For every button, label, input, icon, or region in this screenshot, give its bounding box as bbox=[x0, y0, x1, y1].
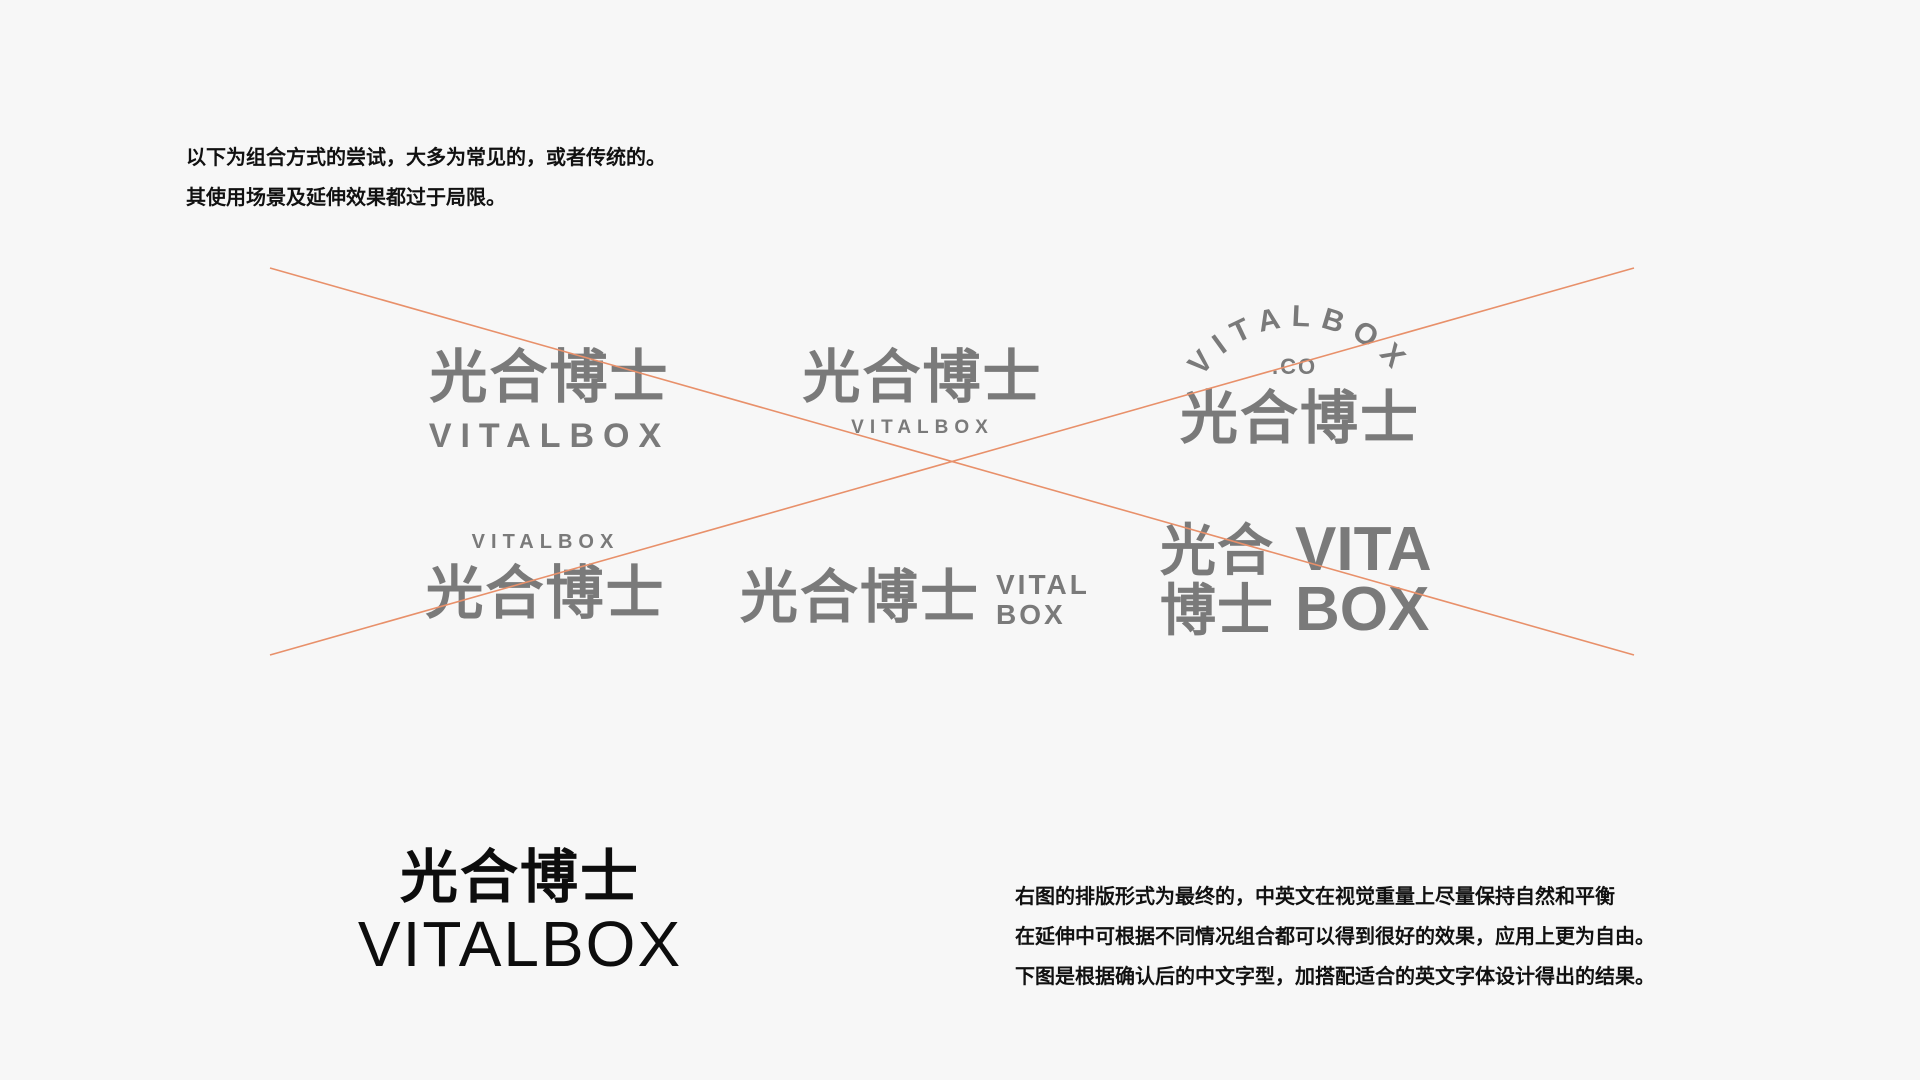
logo-variant-side-by-side-en-top: VITAL bbox=[996, 569, 1090, 600]
logo-variant-grid-cn-bottom: 博士 bbox=[1160, 579, 1274, 644]
logo-variant-stacked-en: VITALBOX bbox=[428, 417, 671, 455]
logo-variant-arched: VITALBOX .CO 光合博士 bbox=[1170, 300, 1430, 460]
logo-variant-grid-en-bottom: BOX bbox=[1295, 575, 1430, 644]
logo-variant-small-en-above-en: VITALBOX bbox=[471, 531, 620, 553]
logo-variant-small-en-below-en: VITALBOX bbox=[851, 417, 994, 438]
logo-variant-grid-row-bottom: 博士 BOX bbox=[1160, 575, 1440, 644]
final-logo: 光合博士 VITALBOX bbox=[340, 845, 700, 979]
logo-variant-arched-cn: 光合博士 bbox=[1180, 384, 1421, 452]
logo-variant-side-by-side-en-stack: VITAL BOX bbox=[996, 570, 1090, 630]
final-logo-en: VITALBOX bbox=[357, 908, 683, 980]
intro-text: 以下为组合方式的尝试，大多为常见的，或者传统的。 其使用场景及延伸效果都过于局限… bbox=[186, 137, 666, 217]
logo-variant-small-en-below-cn: 光合博士 bbox=[802, 343, 1043, 411]
logo-variant-small-en-above: VITALBOX 光合博士 bbox=[423, 530, 668, 626]
logo-variant-side-by-side: 光合博士 VITAL BOX bbox=[740, 564, 1100, 634]
final-logo-cn: 光合博士 bbox=[399, 843, 640, 911]
logo-variant-arched-co: .CO bbox=[1272, 354, 1318, 379]
logo-variant-stacked-cn: 光合博士 bbox=[429, 343, 670, 411]
intro-line-2: 其使用场景及延伸效果都过于局限。 bbox=[186, 185, 506, 209]
logo-variant-small-en-below: 光合博士 VITALBOX bbox=[800, 344, 1045, 440]
logo-variant-grid-row-top: 光合 VITA bbox=[1160, 515, 1440, 584]
closing-line-1: 右图的排版形式为最终的，中英文在视觉重量上尽量保持自然和平衡 bbox=[1015, 884, 1615, 908]
logo-variant-side-by-side-cn: 光合博士 bbox=[740, 563, 981, 631]
closing-line-3: 下图是根据确认后的中文字型，加搭配适合的英文字体设计得出的结果。 bbox=[1015, 964, 1655, 988]
closing-line-2: 在延伸中可根据不同情况组合都可以得到很好的效果，应用上更为自由。 bbox=[1015, 924, 1655, 948]
logo-variant-grid: 光合 VITA 博士 BOX bbox=[1160, 515, 1440, 644]
logo-variant-grid-en-top: VITA bbox=[1295, 515, 1432, 584]
closing-text: 右图的排版形式为最终的，中英文在视觉重量上尽量保持自然和平衡 在延伸中可根据不同… bbox=[1015, 876, 1655, 996]
logo-variant-small-en-above-cn: 光合博士 bbox=[425, 559, 666, 627]
logo-variant-side-by-side-en-bottom: BOX bbox=[996, 599, 1066, 630]
logo-variant-stacked: 光合博士 VITALBOX bbox=[427, 344, 672, 456]
intro-line-1: 以下为组合方式的尝试，大多为常见的，或者传统的。 bbox=[186, 145, 666, 169]
logo-variant-grid-cn-top: 光合 bbox=[1160, 519, 1274, 584]
